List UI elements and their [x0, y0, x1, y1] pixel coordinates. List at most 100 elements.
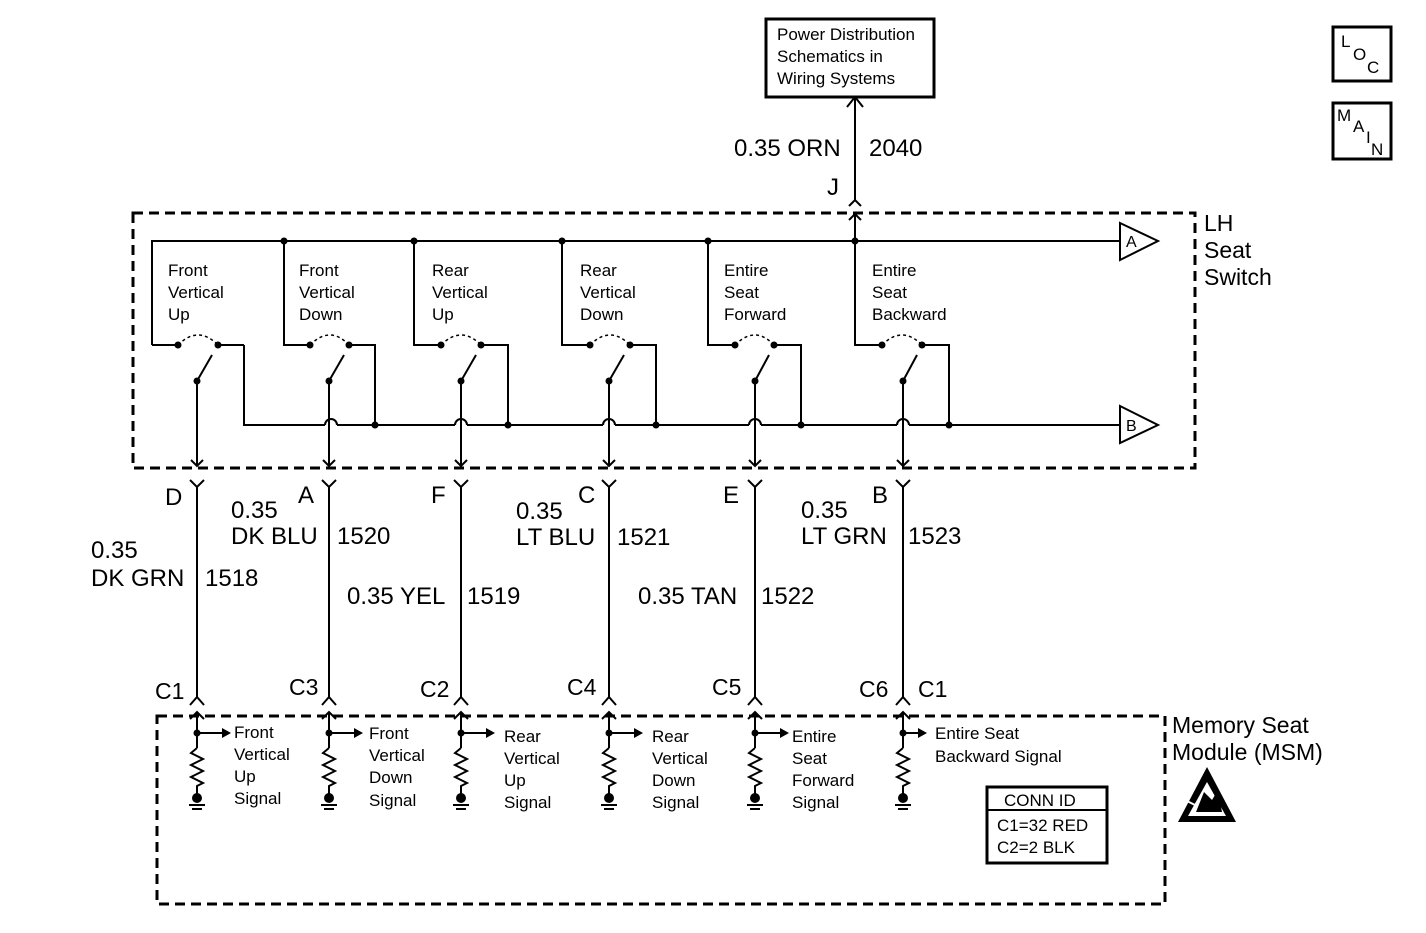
wire-circuit: 1520 [337, 523, 390, 550]
signal-label-line-1: Entire Seat [935, 724, 1019, 743]
switch-label-line-1: Rear [580, 261, 617, 280]
wire-color: LT GRN [801, 523, 887, 550]
esd-warning-icon [1178, 767, 1236, 822]
power-box-line-1: Power Distribution [777, 25, 915, 44]
switch-label-line-3: Down [299, 305, 342, 324]
switch-rear-vertical-down[interactable]: Rear Vertical Down [561, 241, 657, 425]
wire-gauge: 0.35 [91, 537, 138, 564]
switch-label-line-1: Front [299, 261, 339, 280]
switch-entire-seat-backward[interactable]: Entire Seat Backward [854, 241, 950, 425]
msm-enclosure [155, 714, 1167, 906]
msm-pin: C4 [567, 674, 597, 700]
wire-1522[interactable]: E 0.35 TAN 1522 C5 [638, 381, 814, 748]
power-box-line-3: Wiring Systems [777, 69, 895, 88]
power-box-line-2: Schematics in [777, 47, 883, 66]
switch-front-vertical-down[interactable]: Front Vertical Down [283, 241, 376, 425]
signal-label-line-3: Up [504, 771, 526, 790]
signal-label-line-4: Signal [369, 791, 416, 810]
signal-label-line-3: Up [234, 767, 256, 786]
msm-pin: C5 [712, 674, 741, 700]
wire-pin: E [723, 482, 739, 509]
switch-label-line-2: Vertical [432, 283, 488, 302]
switch-rear-vertical-up[interactable]: Rear Vertical Up [413, 241, 509, 425]
wire-circuit: 1523 [908, 523, 961, 550]
signal-label-line-2: Seat [792, 749, 827, 768]
switch-front-vertical-up[interactable]: Front Vertical Up [152, 261, 244, 385]
loc-letter-c: C [1367, 58, 1379, 77]
loc-button[interactable]: L O C [1331, 25, 1393, 83]
wire-gauge: 0.35 [231, 497, 278, 524]
bus-a-label: A [1126, 234, 1137, 251]
switch-label-line-1: Rear [432, 261, 469, 280]
seat-switch-title-2: Seat [1204, 237, 1252, 263]
switch-label-line-3: Up [432, 305, 454, 324]
power-wire-circuit: 2040 [869, 135, 922, 162]
switch-label-line-2: Vertical [580, 283, 636, 302]
msm-input-1: Front Vertical Up Signal [188, 723, 290, 810]
signal-label-line-1: Rear [652, 727, 689, 746]
wire-1521[interactable]: C 0.35 LT BLU 1521 C4 [516, 381, 670, 748]
wire-gauge: 0.35 [516, 498, 563, 525]
power-distribution-box[interactable]: Power Distribution Schematics in Wiring … [764, 17, 936, 99]
signal-label-line-3: Down [369, 768, 412, 787]
signal-label-line-4: Signal [234, 789, 281, 808]
wire-gauge-color: 0.35 YEL [347, 583, 445, 610]
conn-id-row: C1=32 RED [997, 816, 1088, 835]
power-wire-gauge-color: 0.35 ORN [734, 135, 841, 162]
switch-label-line-2: Seat [872, 283, 907, 302]
switch-label-line-2: Vertical [168, 283, 224, 302]
msm-connector-ref: C1 [918, 676, 947, 702]
seat-switch-enclosure [131, 211, 1197, 470]
switch-label-line-1: Entire [872, 261, 916, 280]
signal-label-line-1: Rear [504, 727, 541, 746]
msm-input-5: Entire Seat Forward Signal [746, 727, 854, 812]
signal-label-line-3: Down [652, 771, 695, 790]
signal-label-line-2: Vertical [234, 745, 290, 764]
wire-pin: C [578, 482, 595, 509]
wire-gauge-color: 0.35 TAN [638, 583, 737, 610]
wire-circuit: 1519 [467, 583, 520, 610]
signal-label-line-2: Backward Signal [935, 747, 1062, 766]
wire-circuit: 1522 [761, 583, 814, 610]
switch-label-line-3: Down [580, 305, 623, 324]
main-letter-n: N [1371, 140, 1383, 159]
wire-1518[interactable]: D 0.35 DK GRN 1518 C1 [91, 381, 258, 748]
wire-color: DK BLU [231, 523, 318, 550]
main-letter-m: M [1337, 106, 1351, 125]
wire-circuit: 1518 [205, 565, 258, 592]
wire-1519[interactable]: F 0.35 YEL 1519 C2 [347, 381, 520, 748]
msm-pin: C1 [155, 678, 184, 704]
switch-label-line-3: Forward [724, 305, 786, 324]
msm-input-3: Rear Vertical Up Signal [452, 727, 560, 812]
switch-label-line-1: Entire [724, 261, 768, 280]
conn-id-header: CONN ID [1004, 791, 1076, 810]
signal-label-line-2: Vertical [369, 746, 425, 765]
wire-color: DK GRN [91, 565, 184, 592]
seat-switch-title-1: LH [1204, 210, 1233, 236]
msm-pin: C6 [859, 676, 888, 702]
bus-b-label: B [1126, 418, 1137, 435]
msm-input-6: Entire Seat Backward Signal [894, 724, 1062, 810]
power-wire: 0.35 ORN 2040 J [734, 95, 922, 242]
wire-1523[interactable]: B 0.35 LT GRN 1523 C6 C1 [801, 381, 961, 748]
msm-input-2: Front Vertical Down Signal [320, 724, 425, 810]
signal-label-line-4: Signal [792, 793, 839, 812]
loc-letter-o: O [1353, 45, 1366, 64]
switch-label-line-2: Vertical [299, 283, 355, 302]
msm-title-1: Memory Seat [1172, 712, 1309, 738]
loc-letter-l: L [1341, 32, 1350, 51]
wire-circuit: 1521 [617, 524, 670, 551]
conn-id-row: C2=2 BLK [997, 838, 1076, 857]
msm-title-2: Module (MSM) [1172, 739, 1323, 765]
signal-label-line-1: Front [369, 724, 409, 743]
msm-input-4: Rear Vertical Down Signal [600, 727, 708, 812]
bus-b: B [243, 345, 1161, 445]
signal-label-line-2: Vertical [652, 749, 708, 768]
wire-pin: D [165, 484, 182, 511]
msm-pin: C2 [420, 676, 449, 702]
bus-a: A [151, 221, 1161, 345]
msm-pin: C3 [289, 674, 318, 700]
conn-id-table: CONN ID C1=32 RED C2=2 BLK [985, 785, 1109, 865]
main-button[interactable]: M A I N [1331, 101, 1393, 161]
wire-pin: A [298, 482, 314, 509]
